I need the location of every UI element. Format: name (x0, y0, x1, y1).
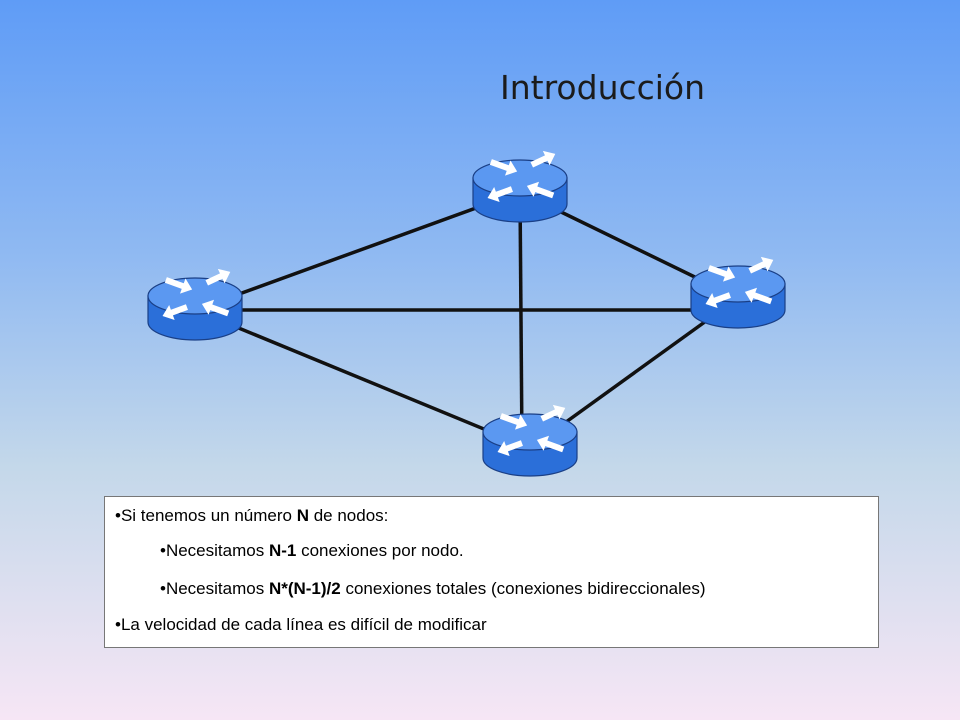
link-top-bottom (518, 191, 524, 449)
link-top-left (194, 190, 521, 312)
router-bottom-icon (482, 400, 578, 477)
info-box: •Si tenemos un número N de nodos: •Neces… (104, 496, 879, 648)
router-right-icon (690, 252, 786, 329)
bullet-total-connections: •Necesitamos N*(N-1)/2 conexiones totale… (160, 579, 706, 598)
router-left-icon (147, 264, 243, 341)
slide-title: Introducción (500, 68, 706, 107)
bullet-nodes: •Si tenemos un número N de nodos: (115, 506, 389, 525)
bullet-line-speed: •La velocidad de cada línea es difícil d… (115, 615, 487, 634)
link-left-bottom (194, 308, 531, 450)
router-top-icon (472, 146, 568, 223)
bullet-connections-per-node: •Necesitamos N-1 conexiones por nodo. (160, 541, 464, 560)
